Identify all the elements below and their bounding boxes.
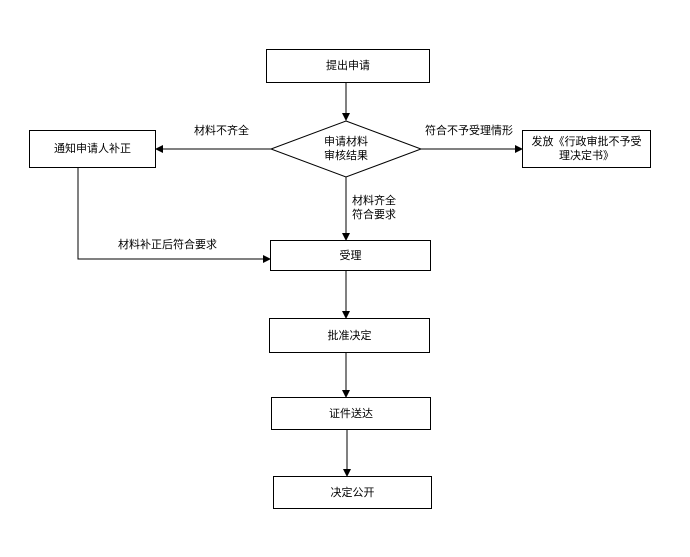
node-approve-label: 批准决定: [327, 328, 372, 342]
edge-label-complete-line2: 符合要求: [352, 208, 396, 221]
node-reject-label-line1: 发放《行政审批不予受: [531, 135, 642, 148]
node-reject-decision: 发放《行政审批不予受 理决定书》: [522, 130, 651, 168]
edge-label-incomplete: 材料不齐全: [194, 124, 249, 137]
node-approve-decision: 批准决定: [269, 318, 430, 353]
node-submit-label: 提出申请: [326, 59, 370, 72]
edge-label-complete: 材料齐全 符合要求: [352, 194, 396, 222]
node-review-label-line1: 申请材料: [324, 135, 368, 148]
node-notify-applicant: 通知申请人补正: [29, 130, 156, 168]
node-accept: 受理: [270, 240, 431, 271]
node-publish-label: 决定公开: [330, 485, 375, 499]
edge-label-corrected: 材料补正后符合要求: [118, 238, 217, 251]
node-submit-application: 提出申请: [266, 49, 430, 83]
node-certificate-delivery: 证件送达: [271, 397, 431, 430]
node-deliver-label: 证件送达: [329, 406, 373, 420]
edge-label-not-accepted: 符合不予受理情形: [425, 124, 513, 137]
arrow-notify-to-accept: [77, 168, 271, 263]
node-review-label-line2: 审核结果: [324, 149, 368, 162]
node-decision-publication: 决定公开: [273, 476, 432, 509]
node-notify-label: 通知申请人补正: [54, 142, 131, 155]
node-accept-label: 受理: [339, 248, 362, 262]
node-review-result: 申请材料 审核结果: [306, 135, 386, 163]
node-reject-label-line2: 理决定书》: [559, 149, 614, 162]
edge-label-complete-line1: 材料齐全: [352, 194, 396, 207]
